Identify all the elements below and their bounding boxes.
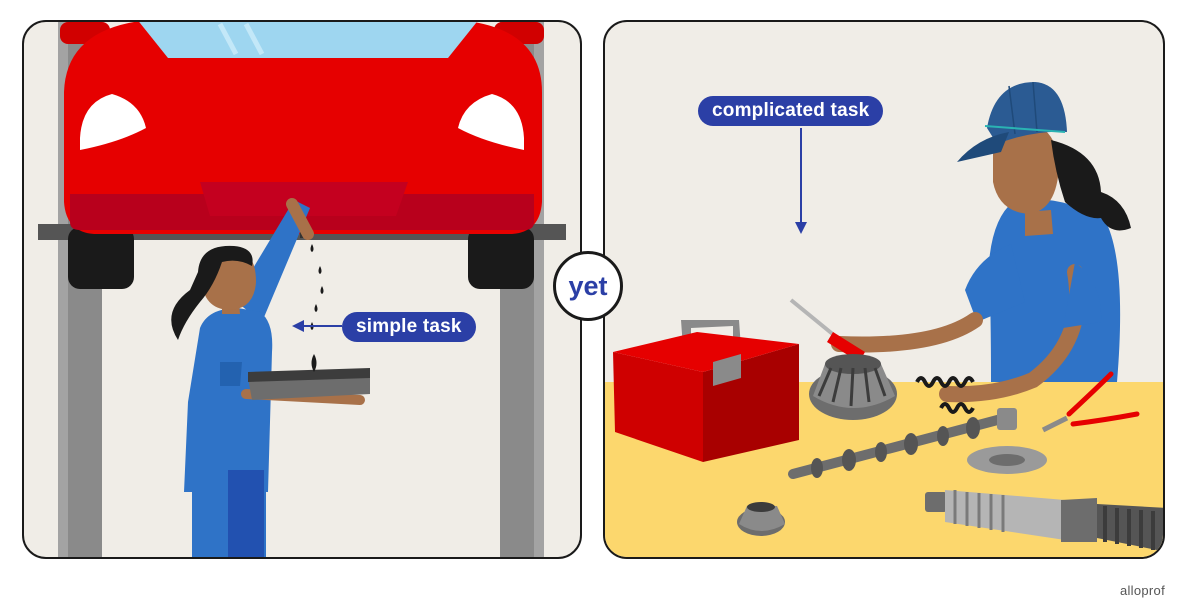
panel-complicated-task: complicated task: [603, 20, 1165, 559]
mechanic-icon: [171, 198, 365, 557]
mechanic-icon: [831, 81, 1131, 403]
yet-connector-badge: yet: [553, 251, 623, 321]
spark-plug-icon: [925, 490, 1163, 552]
screwdriver-icon: [789, 298, 865, 362]
disc-icon: [967, 446, 1047, 474]
camshaft-icon: [788, 408, 1017, 479]
simple-task-arrow: [292, 320, 342, 332]
gear-icon: [809, 354, 897, 420]
oil-drops: [310, 244, 324, 330]
simple-task-illustration: [38, 22, 566, 557]
car-icon: [60, 22, 544, 289]
simple-task-label: simple task: [342, 312, 476, 342]
panel-simple-task: simple task: [22, 20, 582, 559]
complicated-task-illustration: [605, 81, 1163, 557]
spring-icon: [915, 376, 975, 414]
complicated-task-arrow: [795, 128, 807, 234]
toolbox-icon: [613, 320, 799, 462]
pliers-icon: [1041, 371, 1140, 433]
complicated-task-label: complicated task: [698, 96, 884, 126]
oil-pan-icon: [248, 354, 370, 400]
brand-logo: alloprof: [1119, 583, 1165, 598]
gear-icon: [737, 502, 785, 536]
